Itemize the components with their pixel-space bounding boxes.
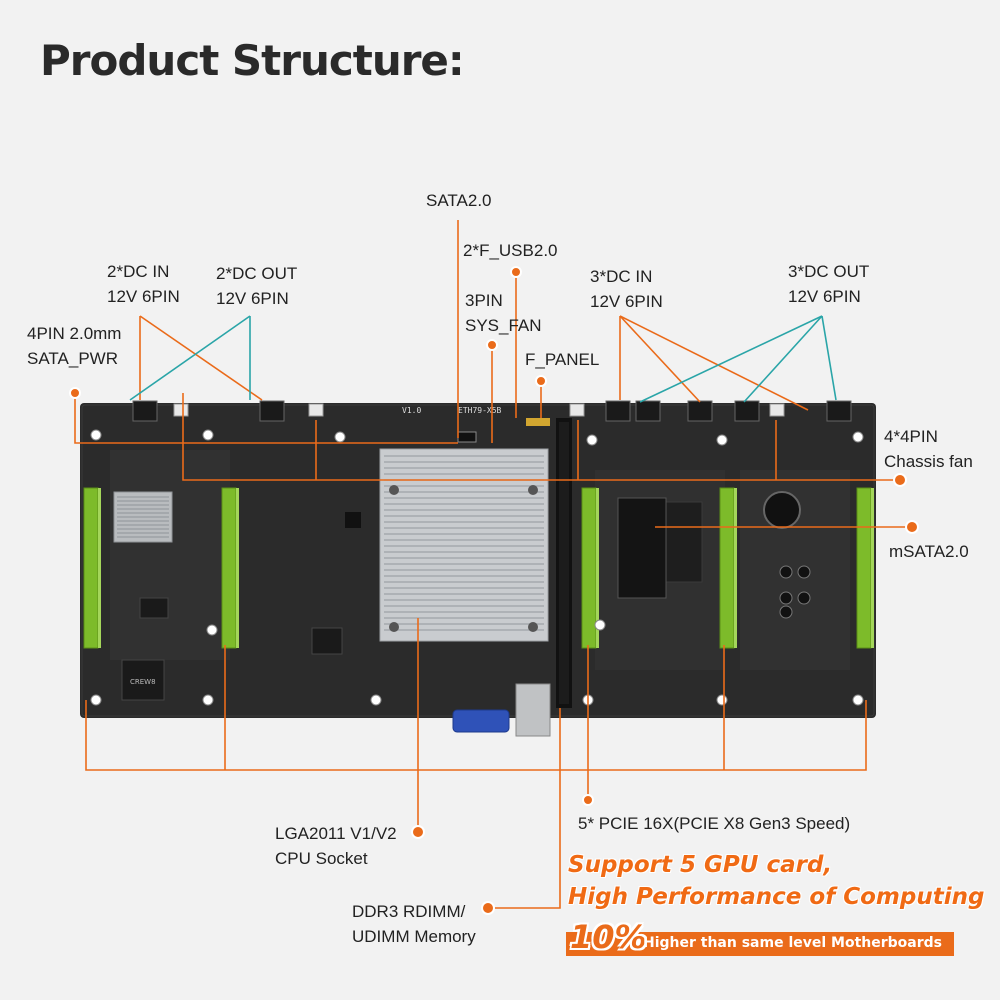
screw-post — [206, 624, 218, 636]
promo-percent: 10% — [570, 918, 647, 956]
callout-lines — [74, 220, 912, 909]
promo-banner — [566, 932, 954, 956]
fan-headers — [173, 403, 785, 417]
label-dc-in-3: 3*DC IN 12V 6PIN — [590, 267, 663, 311]
msata-slot — [617, 497, 667, 599]
pcie-slot-1 — [83, 487, 99, 649]
screw-post — [852, 431, 864, 443]
cmos-battery — [763, 491, 801, 529]
label-dc-out-2: 2*DC OUT 12V 6PIN — [216, 264, 298, 308]
screw-post — [852, 694, 864, 706]
cpu-heatsink — [379, 448, 549, 642]
screw-post — [202, 694, 214, 706]
dc-connectors — [132, 400, 852, 422]
svg-text:ETH79-X5B: ETH79-X5B — [458, 406, 502, 415]
label-dc-out-3: 3*DC OUT 12V 6PIN — [788, 262, 870, 306]
label-sys-fan: 3PIN SYS_FAN — [465, 291, 542, 335]
screw-post — [334, 431, 346, 443]
page-title: Product Structure: — [40, 36, 465, 85]
label-sata: SATA2.0 — [426, 191, 492, 210]
pcie-slot-4 — [719, 487, 735, 649]
pcie-slots — [83, 487, 872, 649]
label-dc-in-2: 2*DC IN 12V 6PIN — [107, 262, 180, 306]
pcie-slot-5 — [856, 487, 872, 649]
pcie-slot-2 — [221, 487, 237, 649]
pcie-slot-3 — [581, 487, 597, 649]
screw-post — [90, 694, 102, 706]
label-chassis-fan: 4*4PIN Chassis fan — [884, 427, 973, 471]
promo-line-2: High Performance of Computing — [568, 884, 985, 910]
label-cpu-socket: LGA2011 V1/V2 CPU Socket — [275, 824, 397, 868]
usb-port — [515, 683, 551, 737]
promo-line-3: Higher than same level Motherboards — [643, 935, 943, 951]
label-pcie: 5* PCIE 16X(PCIE X8 Gen3 Speed) — [578, 814, 851, 833]
screw-post — [370, 694, 382, 706]
screw-post — [716, 434, 728, 446]
screw-post — [202, 429, 214, 441]
promo-line-1: Support 5 GPU card, — [568, 852, 833, 878]
label-sata-pwr: 4PIN 2.0mm SATA_PWR — [27, 324, 122, 368]
svg-text:CREW8: CREW8 — [130, 678, 156, 686]
callout-dots — [69, 266, 919, 915]
label-f-panel: F_PANEL — [525, 350, 600, 369]
svg-text:V1.0: V1.0 — [402, 406, 421, 415]
label-f-usb: 2*F_USB2.0 — [463, 241, 558, 260]
label-memory: DDR3 RDIMM/ UDIMM Memory — [352, 902, 476, 946]
vga-port — [452, 709, 510, 733]
label-msata: mSATA2.0 — [889, 542, 969, 561]
screw-post — [594, 619, 606, 631]
screw-post — [90, 429, 102, 441]
screw-post — [586, 434, 598, 446]
screw-post — [716, 694, 728, 706]
